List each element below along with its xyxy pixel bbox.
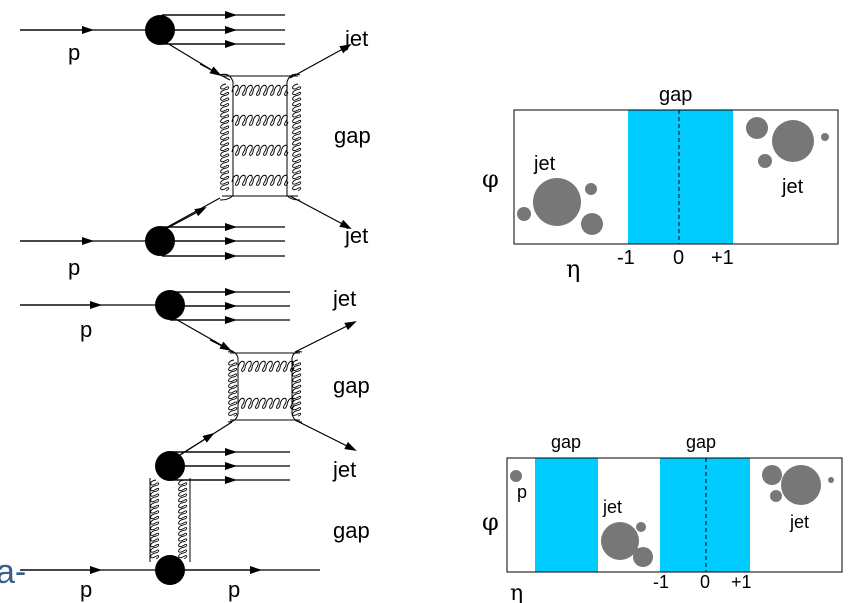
proton-blob bbox=[510, 470, 522, 482]
tick-minus-one: -1 bbox=[617, 247, 635, 269]
gluon-rung bbox=[231, 174, 289, 186]
gluon-ladder bbox=[220, 83, 302, 191]
label-p-bottom-left: p bbox=[80, 577, 92, 602]
gluon-ladder-upper bbox=[228, 359, 302, 417]
label-gap: gap bbox=[334, 123, 371, 148]
gap-region bbox=[628, 110, 733, 244]
gluon-rung bbox=[237, 397, 295, 409]
proton-blob-top-2 bbox=[155, 290, 185, 320]
gap-region-left bbox=[535, 458, 598, 572]
gluon-coil bbox=[292, 83, 302, 191]
phi-axis-label-2: φ bbox=[482, 508, 499, 536]
gluon-rung bbox=[231, 84, 289, 96]
p-label: p bbox=[517, 482, 527, 502]
label-p-top-2: p bbox=[80, 317, 92, 342]
label-jet-top: jet bbox=[344, 26, 368, 51]
feynman-diagram-single-gap: p p jet jet gap bbox=[20, 11, 371, 280]
jet-label-left: jet bbox=[533, 153, 556, 175]
jet-blobs-right-2 bbox=[762, 465, 834, 505]
plot-frame-2 bbox=[506, 457, 843, 573]
label-gap-lower: gap bbox=[333, 518, 370, 543]
gluon-coil bbox=[220, 83, 230, 191]
gap-region-right bbox=[660, 458, 750, 572]
gluon-ladder-lower bbox=[150, 479, 188, 559]
label-jet-lower: jet bbox=[332, 457, 356, 482]
proton-remnants-bottom bbox=[162, 223, 285, 260]
label-jet-upper: jet bbox=[332, 286, 356, 311]
gluon-coil bbox=[178, 479, 188, 559]
gluon-rung bbox=[231, 114, 289, 126]
gluon-rung bbox=[237, 360, 295, 372]
gluon-coil bbox=[228, 359, 238, 417]
proton-remnants-top bbox=[162, 11, 285, 48]
phi-axis-label: φ bbox=[482, 165, 499, 193]
jet-blobs-left bbox=[517, 178, 603, 235]
tick-plus-one: +1 bbox=[711, 247, 734, 269]
eta-axis-label: η bbox=[566, 255, 580, 283]
cut-off-text: a- bbox=[0, 553, 26, 591]
quark-lines bbox=[159, 39, 352, 233]
jet-label-right-2: jet bbox=[789, 512, 809, 532]
gap-label-left: gap bbox=[551, 432, 581, 452]
gap-label: gap bbox=[659, 84, 692, 106]
eta-phi-plot-single-gap: gap jet jet φ η -1 0 +1 bbox=[482, 84, 839, 283]
gluon-rung bbox=[231, 144, 289, 156]
tick-minus-one-2: -1 bbox=[653, 572, 669, 592]
label-p-top: p bbox=[68, 40, 80, 65]
label-jet-bottom: jet bbox=[344, 223, 368, 248]
feynman-diagram-double-gap: p jet gap jet gap p p a- bbox=[0, 286, 370, 602]
label-p-bottom-right: p bbox=[228, 577, 240, 602]
eta-phi-plot-double-gap: gap gap p jet jet φ η -1 0 +1 bbox=[482, 432, 843, 603]
proton-blob-bottom bbox=[145, 226, 175, 256]
tick-zero: 0 bbox=[673, 247, 684, 269]
plot-frame bbox=[513, 109, 839, 245]
tick-plus-one-2: +1 bbox=[731, 572, 752, 592]
eta-axis-label-2: η bbox=[510, 581, 523, 603]
gap-label-right: gap bbox=[686, 432, 716, 452]
label-p-bottom: p bbox=[68, 255, 80, 280]
jet-label-center: jet bbox=[602, 497, 622, 517]
proton-blob-top bbox=[145, 15, 175, 45]
gluon-coil bbox=[292, 359, 302, 417]
jet-label-right: jet bbox=[781, 176, 804, 198]
label-gap-upper: gap bbox=[333, 373, 370, 398]
proton-blob-bottom-2 bbox=[155, 555, 185, 585]
pomeron-blob bbox=[155, 451, 185, 481]
tick-zero-2: 0 bbox=[700, 572, 710, 592]
jet-blobs-center bbox=[601, 522, 653, 567]
jet-blobs-right bbox=[746, 117, 829, 168]
gluon-coil bbox=[150, 479, 160, 559]
